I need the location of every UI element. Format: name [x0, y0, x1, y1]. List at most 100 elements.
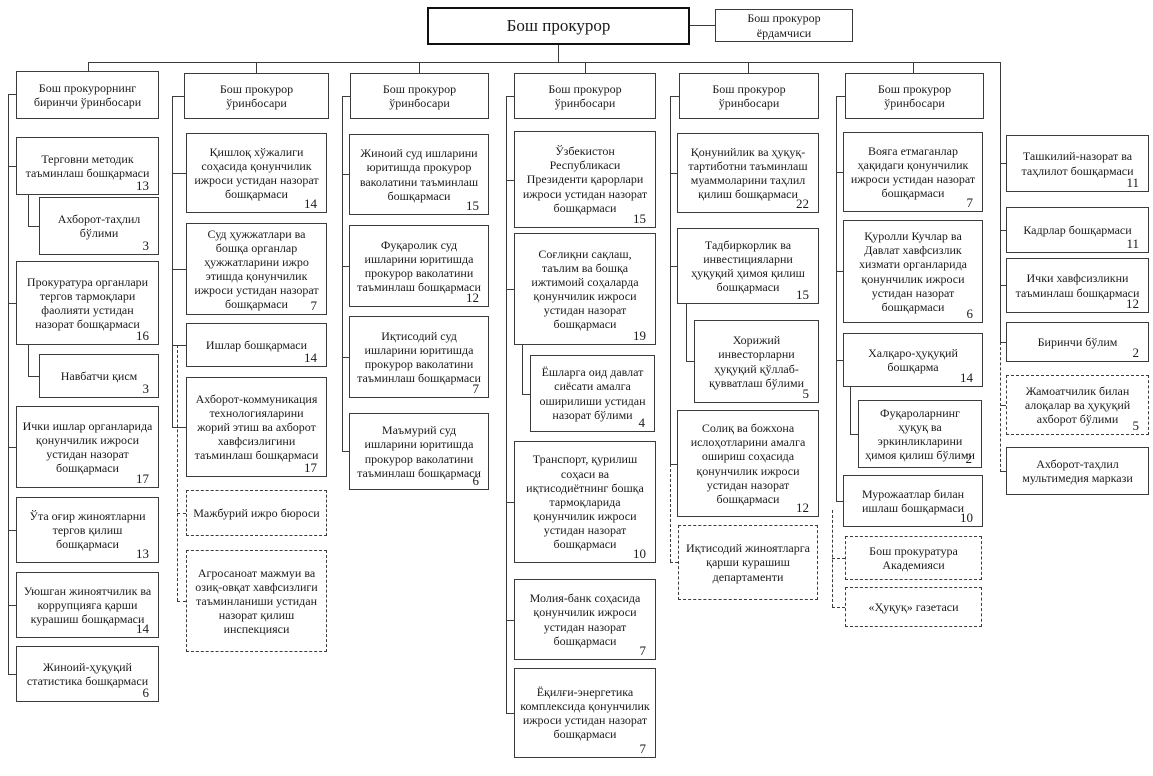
connector-line: [8, 605, 16, 606]
org-box-label: Хорижий инвесторларни ҳуқуқий қўллаб-қув…: [708, 333, 805, 390]
org-box-label: Соғлиқни сақлаш, таълим ва бошқа ижтимои…: [531, 246, 639, 332]
department-box: Тадбиркорлик ва инвестицияларни ҳуқуқий …: [677, 228, 819, 304]
connector-line: [172, 96, 173, 427]
org-box-label: Қуролли Кучлар ва Давлат хавфсизлик хизм…: [858, 229, 968, 314]
department-box: Ички ишлар органларида қонунчилик ижроси…: [16, 406, 159, 488]
connector-line: [8, 530, 16, 531]
staff-count: 15: [466, 198, 479, 214]
affiliate-box: Мажбурий ижро бюроси: [186, 490, 327, 536]
connector-line: [506, 502, 514, 503]
department-box: Ахборот-таҳлил мультимедия маркази: [1006, 447, 1149, 495]
connector-line: [585, 62, 586, 73]
affiliate-box: Агросаноат мажмуи ва озиқ-овқат хавфсизл…: [186, 550, 327, 652]
org-box-label: Прокуратура органлари тергов тармоқлари …: [26, 274, 149, 332]
connector-line: [670, 96, 679, 97]
connector-line: [836, 172, 843, 173]
connector-line: [28, 226, 39, 227]
org-box-label: Ахборот-коммуникация технологияларини жо…: [194, 391, 319, 463]
department-box: Фуқаролик суд ишларини юритишда прокурор…: [349, 225, 489, 307]
org-box-label: Ташкилий-назорат ва таҳлилот бошқармаси: [1021, 149, 1134, 178]
staff-count: 17: [136, 471, 149, 487]
org-box-label: Уюшган жиноятчилик ва коррупцияга қарши …: [23, 583, 152, 627]
staff-count: 11: [1126, 236, 1139, 252]
connector-line: [8, 94, 16, 95]
deputy-header-box: Бош прокурор ўринбосари: [514, 73, 656, 119]
connector-line: [506, 620, 514, 621]
org-box-label: Фуқароларнинг ҳуқуқ ва эркинликларини ҳи…: [865, 405, 975, 463]
org-box-label: Ахборот-таҳлил бўлими: [57, 211, 141, 240]
connector-line: [506, 96, 507, 713]
deputy-header-box: Бош прокурор ўринбосари: [350, 73, 489, 119]
staff-count: 7: [639, 643, 647, 659]
connector-line: [670, 562, 678, 563]
org-box-label: Қишлоқ хўжалиги соҳасида қонунчилик ижро…: [194, 144, 319, 202]
connector-line: [177, 513, 186, 514]
connector-line: [506, 96, 514, 97]
org-box-label: Молия-банк соҳасида қонунчилик ижроси ус…: [529, 591, 641, 648]
sub-department-box: Фуқароларнинг ҳуқуқ ва эркинликларини ҳи…: [858, 400, 982, 468]
connector-line: [1000, 285, 1006, 286]
connector-line: [1000, 471, 1006, 472]
department-box: Жиноий суд ишларини юритишда прокурор ва…: [349, 134, 489, 215]
staff-count: 7: [472, 381, 480, 397]
connector-line: [522, 394, 530, 395]
org-box-label: Бош прокурор ўринбосари: [382, 81, 457, 110]
connector-line: [8, 303, 16, 304]
deputy-header-box: Бош прокурор ўринбосари: [184, 73, 329, 119]
connector-line: [419, 62, 420, 73]
prosecutor-general-box: Бош прокурор: [427, 7, 690, 45]
connector-line: [836, 96, 845, 97]
sub-department-box: Хорижий инвесторларни ҳуқуқий қўллаб-қув…: [694, 320, 819, 403]
staff-count: 3: [142, 381, 150, 397]
connector-line: [342, 357, 349, 358]
staff-count: 17: [304, 460, 317, 476]
affiliate-box: Жамоатчилик билан алоқалар ва ҳуқуқий ах…: [1006, 375, 1149, 435]
staff-count: 12: [1126, 296, 1139, 312]
connector-line: [832, 558, 845, 559]
org-box-label: Бош прокурор ўринбосари: [712, 81, 786, 110]
connector-line: [172, 173, 186, 174]
org-box-label: Кадрлар бошқармаси: [1023, 222, 1132, 237]
connector-line: [256, 62, 257, 73]
staff-count: 10: [633, 546, 646, 562]
connector-line: [670, 464, 671, 562]
department-box: Молия-банк соҳасида қонунчилик ижроси ус…: [514, 579, 656, 660]
connector-line: [686, 361, 694, 362]
org-box-label: Биринчи бўлим: [1037, 334, 1118, 349]
org-box-label: Терговни методик таъминлаш бошқармаси: [25, 151, 150, 180]
staff-count: 14: [960, 370, 973, 386]
org-box-label: Бош прокурорнинг биринчи ўринбосари: [33, 80, 142, 109]
org-box-label: Агросаноат мажмуи ва озиқ-овқат хавфсизл…: [195, 565, 318, 637]
org-box-label: Бош прокурор ўринбосари: [877, 81, 952, 110]
affiliate-box: Иқтисодий жиноятларга қарши курашиш депа…: [678, 525, 818, 600]
org-box-label: Ички хавфсизликни таъминлаш бошқармаси: [1015, 271, 1140, 300]
connector-line: [177, 345, 178, 601]
org-box-label: Ёшларга оид давлат сиёсати амалга оширил…: [539, 365, 646, 422]
department-box: Прокуратура органлари тергов тармоқлари …: [16, 261, 159, 345]
department-box: Транспорт, қурилиш соҳаси ва иқтисодиётн…: [514, 441, 656, 563]
org-box-label: Иқтисодий суд ишларини юритишда прокурор…: [357, 328, 481, 386]
connector-line: [28, 345, 29, 376]
org-box-label: Ўзбекистон Республикаси Президенти қарор…: [522, 144, 648, 215]
connector-line: [8, 94, 9, 674]
staff-count: 12: [796, 500, 809, 516]
org-box-label: Мажбурий ижро бюроси: [193, 505, 320, 520]
connector-line: [8, 674, 16, 675]
org-box-label: Иқтисодий жиноятларга қарши курашиш депа…: [685, 541, 811, 584]
connector-line: [177, 601, 186, 602]
connector-line: [836, 501, 843, 502]
connector-line: [558, 45, 559, 62]
staff-count: 7: [966, 195, 974, 211]
staff-count: 22: [796, 196, 809, 212]
connector-line: [172, 427, 186, 428]
connector-line: [748, 62, 749, 73]
staff-count: 15: [633, 211, 646, 227]
